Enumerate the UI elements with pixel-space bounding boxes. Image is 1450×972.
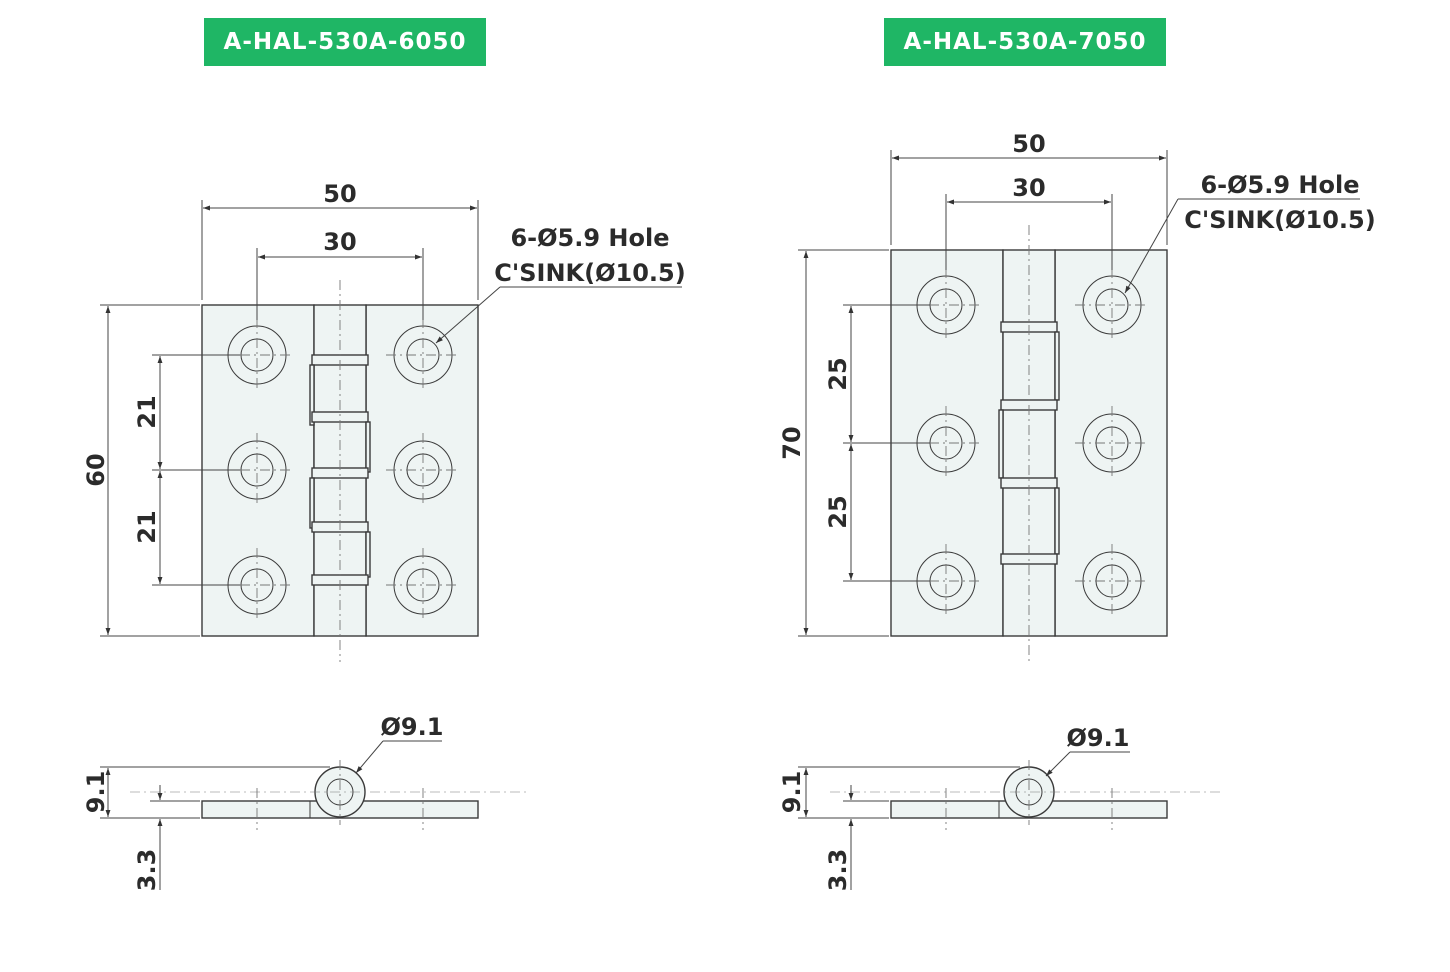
countersunk-hole — [386, 548, 460, 622]
dim-hole-pitch-upper: 25 — [824, 357, 852, 390]
hinge-side-view-6050: 9.1 3.3 Ø9.1 — [82, 713, 530, 891]
countersunk-hole — [1075, 544, 1149, 618]
dim-leaf-thickness: 3.3 — [133, 849, 161, 892]
dim-hole-pitch-lower: 25 — [824, 495, 852, 528]
dim-knuckle-height: 9.1 — [778, 771, 806, 814]
countersunk-hole — [1075, 406, 1149, 480]
part-number-badge-6050: A-HAL-530A-6050 — [204, 18, 486, 66]
dim-width: 50 — [1012, 130, 1045, 158]
hinge-front-view-7050 — [890, 225, 1168, 662]
dim-width: 50 — [323, 180, 356, 208]
dim-hole-spacing: 30 — [1012, 174, 1045, 202]
countersunk-hole — [386, 318, 460, 392]
hole-note-line1: 6-Ø5.9 Hole — [510, 224, 669, 252]
hinge-front-view-6050 — [201, 280, 479, 662]
dim-knuckle-height: 9.1 — [82, 771, 110, 814]
hole-note-line1: 6-Ø5.9 Hole — [1200, 171, 1359, 199]
countersunk-hole — [1075, 268, 1149, 342]
dim-hole-pitch-lower: 21 — [133, 510, 161, 543]
dim-pin-diameter: Ø9.1 — [1067, 724, 1130, 752]
dim-height: 60 — [82, 453, 110, 486]
dimensions-7050: 50 30 70 25 25 6-Ø5.9 Hole C'SINK(Ø10.5) — [778, 130, 1376, 637]
dim-hole-spacing: 30 — [323, 228, 356, 256]
dim-pin-diameter: Ø9.1 — [381, 713, 444, 741]
hinge-side-view-7050: 9.1 3.3 Ø9.1 — [778, 724, 1220, 891]
hinge-leaf-right — [365, 304, 479, 637]
dim-hole-pitch-upper: 21 — [133, 395, 161, 428]
dim-height: 70 — [778, 426, 806, 459]
hole-note-line2: C'SINK(Ø10.5) — [494, 259, 685, 287]
part-number-badge-7050: A-HAL-530A-7050 — [884, 18, 1166, 66]
dim-leaf-thickness: 3.3 — [824, 849, 852, 892]
countersunk-hole — [386, 433, 460, 507]
dimensions-6050: 50 30 60 21 21 6-Ø5.9 Hole C'SINK(Ø10.5) — [82, 180, 686, 637]
hole-note-line2: C'SINK(Ø10.5) — [1184, 206, 1375, 234]
